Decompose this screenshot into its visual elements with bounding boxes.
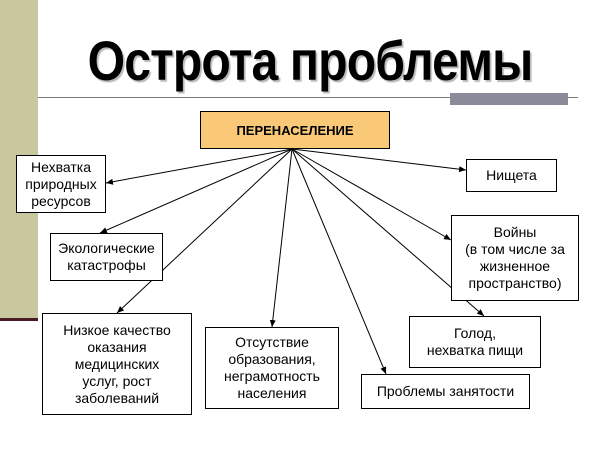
center-node-overpopulation: ПЕРЕНАСЕЛЕНИЕ <box>200 111 390 149</box>
arrow-to-medicine <box>116 148 293 314</box>
title-underline <box>38 97 578 98</box>
arrow-to-wars <box>291 148 452 241</box>
sidebar-accent-rule <box>0 318 38 321</box>
consequence-node-resources: Нехватка природных ресурсов <box>16 155 106 213</box>
consequence-node-ecology: Экологические катастрофы <box>50 233 163 281</box>
arrow-to-resources <box>105 148 293 185</box>
title-accent-bar <box>450 93 568 105</box>
consequence-node-poverty: Нищета <box>466 159 557 192</box>
consequence-node-hunger: Голод, нехватка пищи <box>409 316 541 368</box>
arrow-to-employment <box>291 148 387 375</box>
consequence-node-education: Отсутствие образования, неграмотность на… <box>205 327 339 409</box>
consequence-node-wars: Войны (в том числе за жизненное простран… <box>451 215 579 301</box>
consequence-node-medicine: Низкое качество оказания медицинских усл… <box>42 313 192 415</box>
consequence-node-employment: Проблемы занятости <box>361 374 530 409</box>
page-title: Острота проблемы <box>87 29 534 92</box>
arrow-to-ecology <box>99 148 293 234</box>
arrow-to-poverty <box>291 148 467 173</box>
arrow-to-education <box>269 148 293 328</box>
